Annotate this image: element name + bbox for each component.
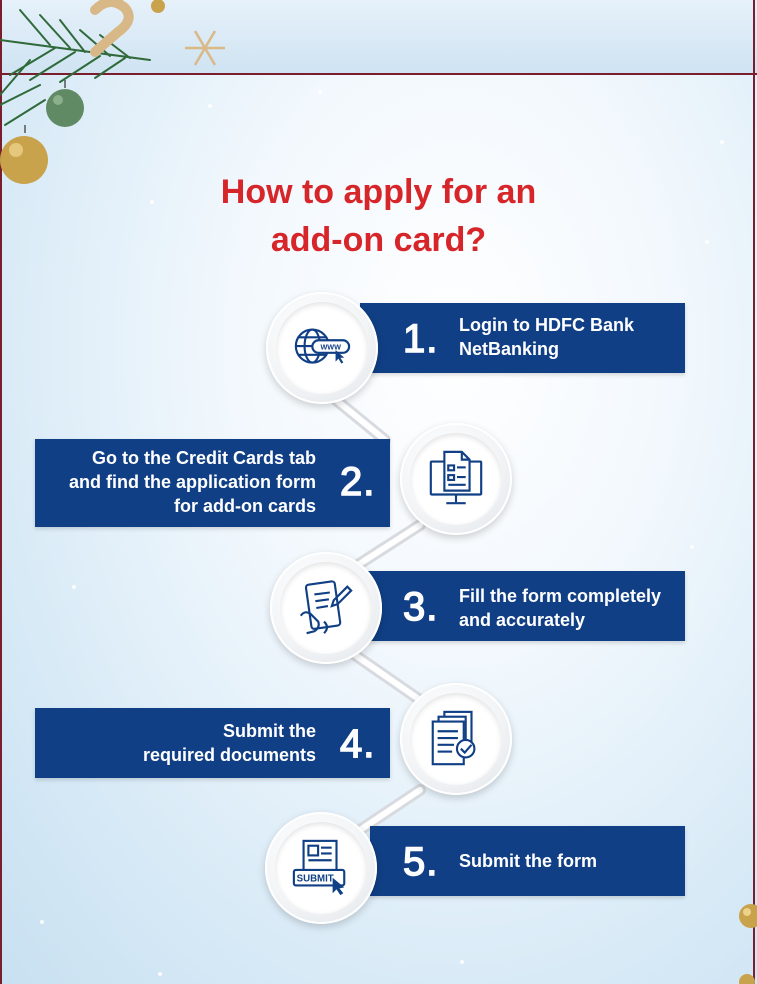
step-4-banner (35, 708, 390, 778)
step-4-number: 4. (339, 721, 376, 767)
snowflake-dot (318, 90, 322, 94)
step-3-text-line2: and accurately (459, 610, 586, 630)
frame-right (753, 0, 755, 984)
globe-www-icon: WWW (294, 328, 351, 364)
step-3-icon-circle (270, 552, 382, 664)
step-1-text-line2: NetBanking (459, 339, 560, 359)
frame-left (0, 0, 2, 984)
step-2-icon-circle (400, 423, 512, 535)
snowflake-dot (720, 140, 724, 144)
step-5-text: Submit the form (459, 851, 597, 871)
snowflake-dot (72, 585, 76, 589)
step-1-number: 1. (402, 316, 439, 362)
step-2-text-line3: for add-on cards (173, 496, 316, 516)
snowflake-dot (208, 104, 212, 108)
snowflake-dot (158, 972, 162, 976)
tablet-pen-icon (299, 580, 353, 635)
snowflake-dot (40, 920, 44, 924)
header-divider (0, 73, 757, 75)
snowflake-dot (690, 545, 694, 549)
snowflake-dot (150, 200, 154, 204)
submit-label: SUBMIT (297, 874, 334, 885)
gold-ornament (739, 904, 757, 984)
step-1-banner (360, 303, 685, 373)
www-label: WWW (320, 342, 341, 351)
step-5-icon-circle: SUBMIT (265, 812, 377, 924)
step-2-number: 2. (339, 459, 376, 505)
step-5-number: 5. (402, 839, 439, 885)
step-5-banner (370, 826, 685, 896)
snowflake-dot (705, 240, 709, 244)
page-title-line2: add-on card? (270, 221, 487, 259)
step-3-text-line1: Fill the form completely (459, 586, 662, 606)
step-2-text-line1: Go to the Credit Cards tab (91, 448, 316, 468)
step-1-icon-circle: WWW (266, 292, 378, 404)
monitor-form-icon (429, 450, 483, 505)
submit-form-icon: SUBMIT (292, 839, 346, 896)
step-2-banner (35, 439, 390, 527)
step-4-icon-circle (400, 683, 512, 795)
documents-check-icon (431, 710, 476, 766)
step-3-banner (365, 571, 685, 641)
step-4-text-line1: Submit the (223, 721, 316, 741)
step-1-text-line1: Login to HDFC Bank (459, 315, 634, 335)
page-title-line1: How to apply for an (220, 173, 537, 211)
step-4-text-line2: required documents (142, 745, 316, 765)
step-2-text-line2: and find the application form (69, 472, 316, 492)
snowflake-dot (460, 960, 464, 964)
christmas-decoration (0, 0, 225, 184)
step-3-number: 3. (402, 584, 439, 630)
